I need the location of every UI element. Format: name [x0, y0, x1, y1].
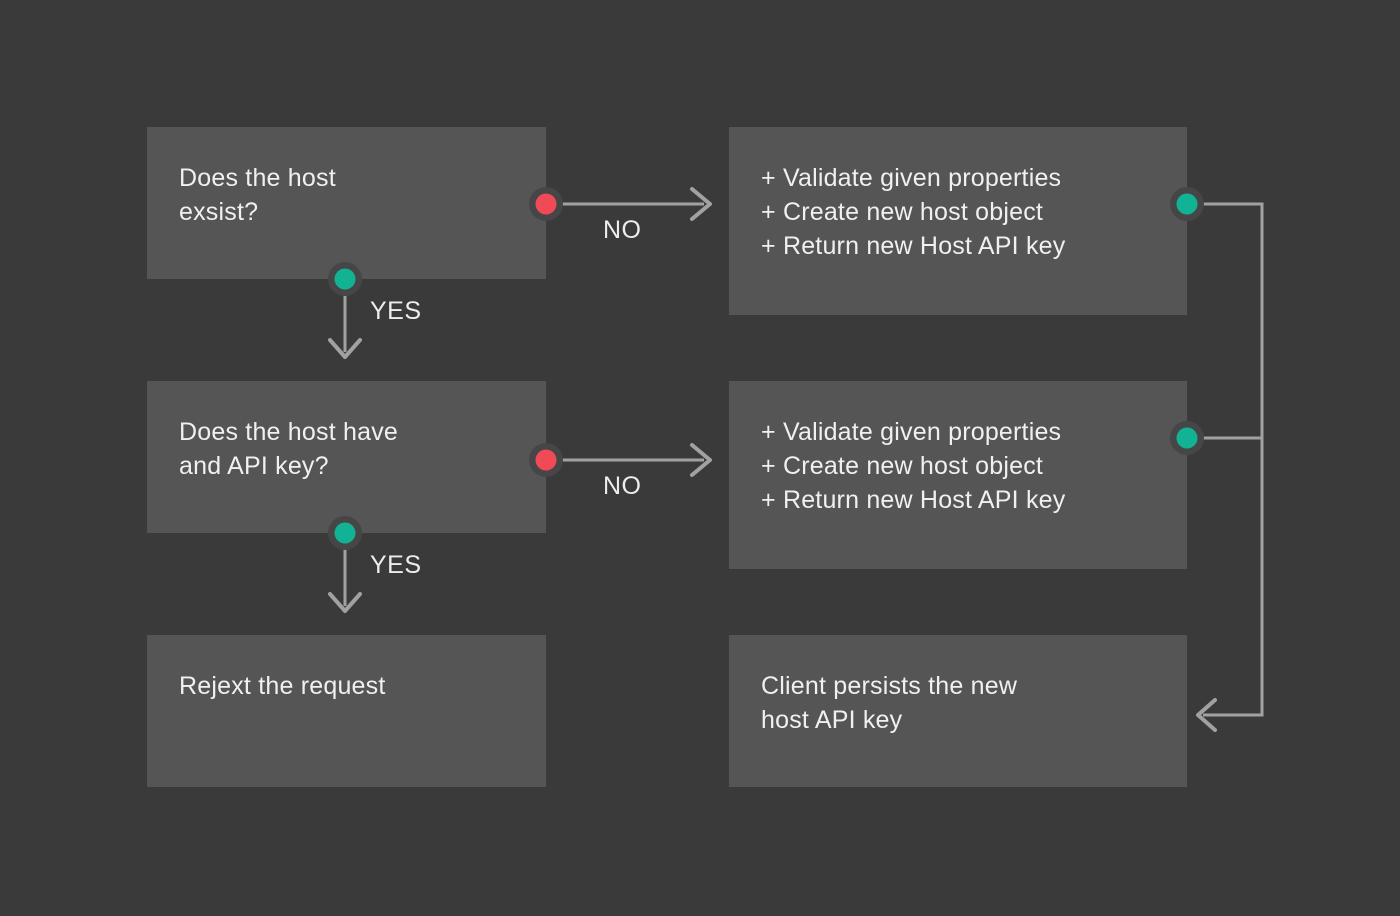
arrowhead-left-icon — [1196, 698, 1217, 732]
node-text-line: host API key — [761, 706, 903, 734]
node-does-host-have-key: Does the host have and API key? — [147, 381, 546, 533]
node-does-host-exist: Does the host exsist? — [147, 127, 546, 279]
arrowhead-right-icon — [690, 443, 712, 477]
edge-label-no-mid: NO — [603, 472, 642, 500]
node-create-host-top: + Validate given properties + Create new… — [729, 127, 1187, 315]
node-client-persists-key: Client persists the new host API key — [729, 635, 1187, 787]
node-text-line: + Create new host object — [761, 452, 1044, 480]
node-create-host-mid: + Validate given properties + Create new… — [729, 381, 1187, 569]
arrowhead-down-icon — [328, 592, 362, 613]
edge-label-no-top: NO — [603, 216, 642, 244]
edge-label-yes-top: YES — [370, 297, 422, 325]
node-text-line: Does the host — [179, 164, 336, 192]
arrowhead-right-icon — [690, 187, 712, 221]
node-text-line: + Create new host object — [761, 198, 1044, 226]
edge-label-yes-mid: YES — [370, 551, 422, 579]
node-text-line: Rejext the request — [179, 672, 386, 700]
edge-merge-to-persist — [1187, 202, 1264, 717]
node-text-line: exsist? — [179, 198, 259, 226]
node-text-line: + Validate given properties — [761, 418, 1062, 446]
node-text-line: + Return new Host API key — [761, 232, 1066, 260]
node-text-line: and API key? — [179, 452, 329, 480]
node-text-line: Does the host have — [179, 418, 399, 446]
arrowhead-down-icon — [328, 338, 362, 359]
node-reject-request: Rejext the request — [147, 635, 546, 787]
node-text-line: Client persists the new — [761, 672, 1018, 700]
node-text-line: + Return new Host API key — [761, 486, 1066, 514]
node-text-line: + Validate given properties — [761, 164, 1062, 192]
